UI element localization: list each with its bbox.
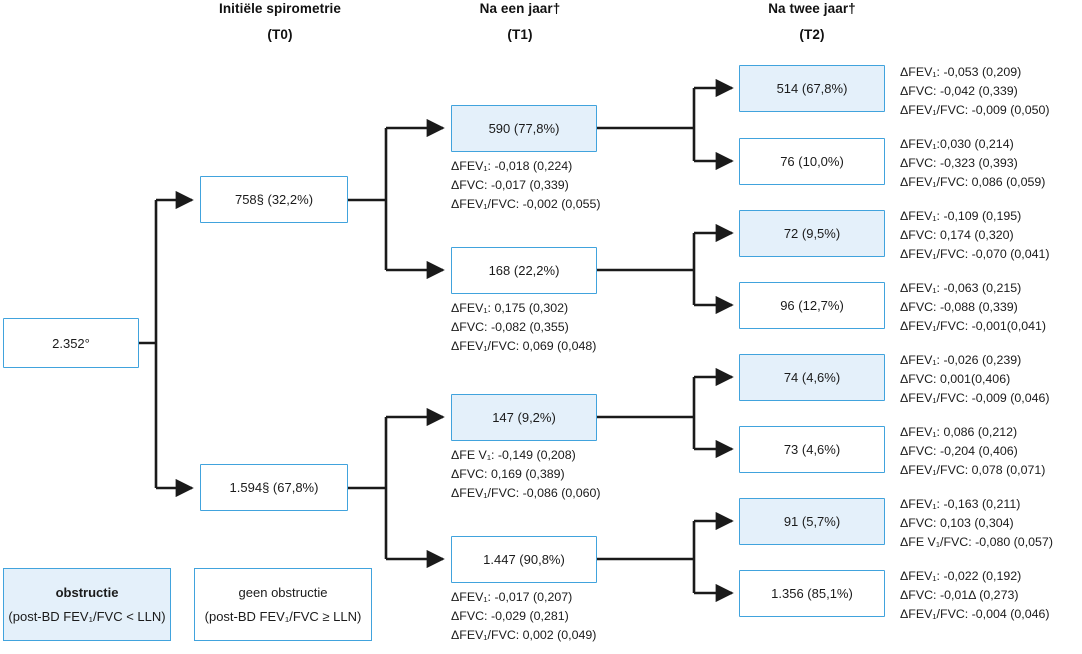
stat-fev1: ΔFEV₁: 0,086 (0,212) [900,425,1018,439]
node-t2-6[interactable]: 73 (4,6%) [739,426,885,473]
stat-fev1-fvc: ΔFEV₁/FVC: -0,086 (0,060) [451,485,601,500]
stat-fev1: ΔFEV₁: -0,063 (0,215) [900,281,1022,295]
stats-t1-4: ΔFEV₁: -0,017 (0,207) ΔFVC: -0,029 (0,28… [451,588,596,645]
node-label: 147 (9,2%) [492,410,556,425]
node-label: 514 (67,8%) [776,81,848,96]
stats-t2-1: ΔFEV₁: -0,053 (0,209) ΔFVC: -0,042 (0,33… [900,63,1050,120]
node-t1-1[interactable]: 590 (77,8%) [451,105,597,152]
stat-fev1: ΔFEV₁: -0,163 (0,211) [900,497,1021,511]
stats-t1-2: ΔFEV₁: 0,175 (0,302) ΔFVC: -0,082 (0,355… [451,299,596,356]
node-label: 2.352° [52,335,90,351]
stat-fev1-fvc: ΔFEV₁/FVC: -0,001(0,041) [900,318,1047,333]
node-t2-3[interactable]: 72 (9,5%) [739,210,885,257]
stat-fvc: ΔFVC: 0,169 (0,389) [451,466,565,481]
node-label: 74 (4,6%) [783,370,841,385]
column-subtitle: (T1) [507,26,533,42]
stat-fev1: ΔFEV₁: -0,053 (0,209) [900,65,1022,79]
node-label: 91 (5,7%) [783,514,841,529]
stat-fev1-fvc: ΔFE V₁/FVC: -0,080 (0,057) [900,534,1053,549]
stat-fev1-fvc: ΔFEV₁/FVC: -0,002 (0,055) [451,196,601,211]
legend-obstructie: obstructie (post-BD FEV₁/FVC < LLN) [3,568,171,641]
node-t1-2[interactable]: 168 (22,2%) [451,247,597,294]
node-t2-2[interactable]: 76 (10,0%) [739,138,885,185]
stat-fev1-fvc: ΔFEV₁/FVC: -0,009 (0,046) [900,390,1050,405]
node-label: 590 (77,8%) [488,121,560,136]
node-t1-3[interactable]: 147 (9,2%) [451,394,597,441]
stat-fev1-fvc: ΔFEV₁/FVC: 0,086 (0,059) [900,174,1046,189]
stats-t2-3: ΔFEV₁: -0,109 (0,195) ΔFVC: 0,174 (0,320… [900,207,1050,264]
stats-t2-7: ΔFEV₁: -0,163 (0,211) ΔFVC: 0,103 (0,304… [900,495,1053,552]
stat-fvc: ΔFVC: 0,001(0,406) [900,371,1011,386]
stat-fvc: ΔFVC: -0,082 (0,355) [451,319,569,334]
node-label: 758§ (32,2%) [234,192,314,207]
column-header-t0: Initiële spirometrie (T0) [180,2,380,41]
stat-fev1-fvc: ΔFEV₁/FVC: -0,004 (0,046) [900,606,1050,621]
stat-fvc: ΔFVC: -0,042 (0,339) [900,83,1018,98]
stats-t2-6: ΔFEV₁: 0,086 (0,212) ΔFVC: -0,204 (0,406… [900,423,1045,480]
stat-fvc: ΔFVC: -0,017 (0,339) [451,177,569,192]
legend-title: obstructie [55,585,119,600]
stats-t1-1: ΔFEV₁: -0,018 (0,224) ΔFVC: -0,017 (0,33… [451,157,601,214]
stat-fev1-fvc: ΔFEV₁/FVC: 0,078 (0,071) [900,462,1046,477]
stats-t1-3: ΔFE V₁: -0,149 (0,208) ΔFVC: 0,169 (0,38… [451,446,601,503]
stat-fev1: ΔFEV₁: -0,017 (0,207) [451,590,573,604]
column-header-t1: Na een jaar† (T1) [420,2,620,41]
stat-fev1-fvc: ΔFEV₁/FVC: -0,070 (0,041) [900,246,1050,261]
column-header-t2: Na twee jaar† (T2) [712,2,912,41]
stat-fvc: ΔFVC: 0,103 (0,304) [900,515,1014,530]
column-subtitle: (T0) [267,26,293,42]
node-label: 1.356 (85,1%) [771,586,853,601]
stat-fev1: ΔFEV₁: -0,026 (0,239) [900,353,1022,367]
stat-fvc: ΔFVC: 0,174 (0,320) [900,227,1014,242]
column-subtitle: (T2) [799,26,825,42]
stat-fvc: ΔFVC: -0,088 (0,339) [900,299,1018,314]
node-t0-obstructie[interactable]: 758§ (32,2%) [200,176,348,223]
legend-definition: (post-BD FEV₁/FVC ≥ LLN) [204,609,362,624]
node-label: 1.594§ (67,8%) [229,480,319,495]
column-title: Na twee jaar† [768,1,856,16]
stats-t2-2: ΔFEV₁:0,030 (0,214) ΔFVC: -0,323 (0,393)… [900,135,1045,192]
node-label: 73 (4,6%) [783,442,841,457]
stat-fev1: ΔFEV₁: 0,175 (0,302) [451,301,569,315]
node-t2-7[interactable]: 91 (5,7%) [739,498,885,545]
stat-fvc: ΔFVC: -0,323 (0,393) [900,155,1018,170]
stat-fev1: ΔFE V₁: -0,149 (0,208) [451,448,576,462]
node-t0-geen-obstructie[interactable]: 1.594§ (67,8%) [200,464,348,511]
legend-title: geen obstructie [238,585,328,600]
node-label: 76 (10,0%) [780,154,844,169]
stats-t2-5: ΔFEV₁: -0,026 (0,239) ΔFVC: 0,001(0,406)… [900,351,1050,408]
node-label: 168 (22,2%) [488,263,560,278]
stat-fev1: ΔFEV₁: -0,022 (0,192) [900,569,1022,583]
legend-definition: (post-BD FEV₁/FVC < LLN) [8,609,166,624]
stat-fvc: ΔFVC: -0,204 (0,406) [900,443,1018,458]
node-label: 96 (12,7%) [780,298,844,313]
column-title: Na een jaar† [479,1,561,16]
stats-t2-4: ΔFEV₁: -0,063 (0,215) ΔFVC: -0,088 (0,33… [900,279,1046,336]
stat-fvc: ΔFVC: -0,01Δ (0,273) [900,587,1019,602]
legend-geen-obstructie: geen obstructie (post-BD FEV₁/FVC ≥ LLN) [194,568,372,641]
node-t2-8[interactable]: 1.356 (85,1%) [739,570,885,617]
stat-fvc: ΔFVC: -0,029 (0,281) [451,608,569,623]
stat-fev1: ΔFEV₁: -0,018 (0,224) [451,159,573,173]
stat-fev1: ΔFEV₁: -0,109 (0,195) [900,209,1022,223]
node-root-total[interactable]: 2.352° [3,318,139,368]
column-title: Initiële spirometrie [218,1,342,16]
node-t1-4[interactable]: 1.447 (90,8%) [451,536,597,583]
stats-t2-8: ΔFEV₁: -0,022 (0,192) ΔFVC: -0,01Δ (0,27… [900,567,1050,624]
node-t2-4[interactable]: 96 (12,7%) [739,282,885,329]
stat-fev1-fvc: ΔFEV₁/FVC: 0,002 (0,049) [451,627,597,642]
node-t2-1[interactable]: 514 (67,8%) [739,65,885,112]
node-label: 1.447 (90,8%) [483,552,565,567]
stat-fev1: ΔFEV₁:0,030 (0,214) [900,137,1014,151]
node-t2-5[interactable]: 74 (4,6%) [739,354,885,401]
stat-fev1-fvc: ΔFEV₁/FVC: 0,069 (0,048) [451,338,597,353]
node-label: 72 (9,5%) [783,226,841,241]
stat-fev1-fvc: ΔFEV₁/FVC: -0,009 (0,050) [900,102,1050,117]
